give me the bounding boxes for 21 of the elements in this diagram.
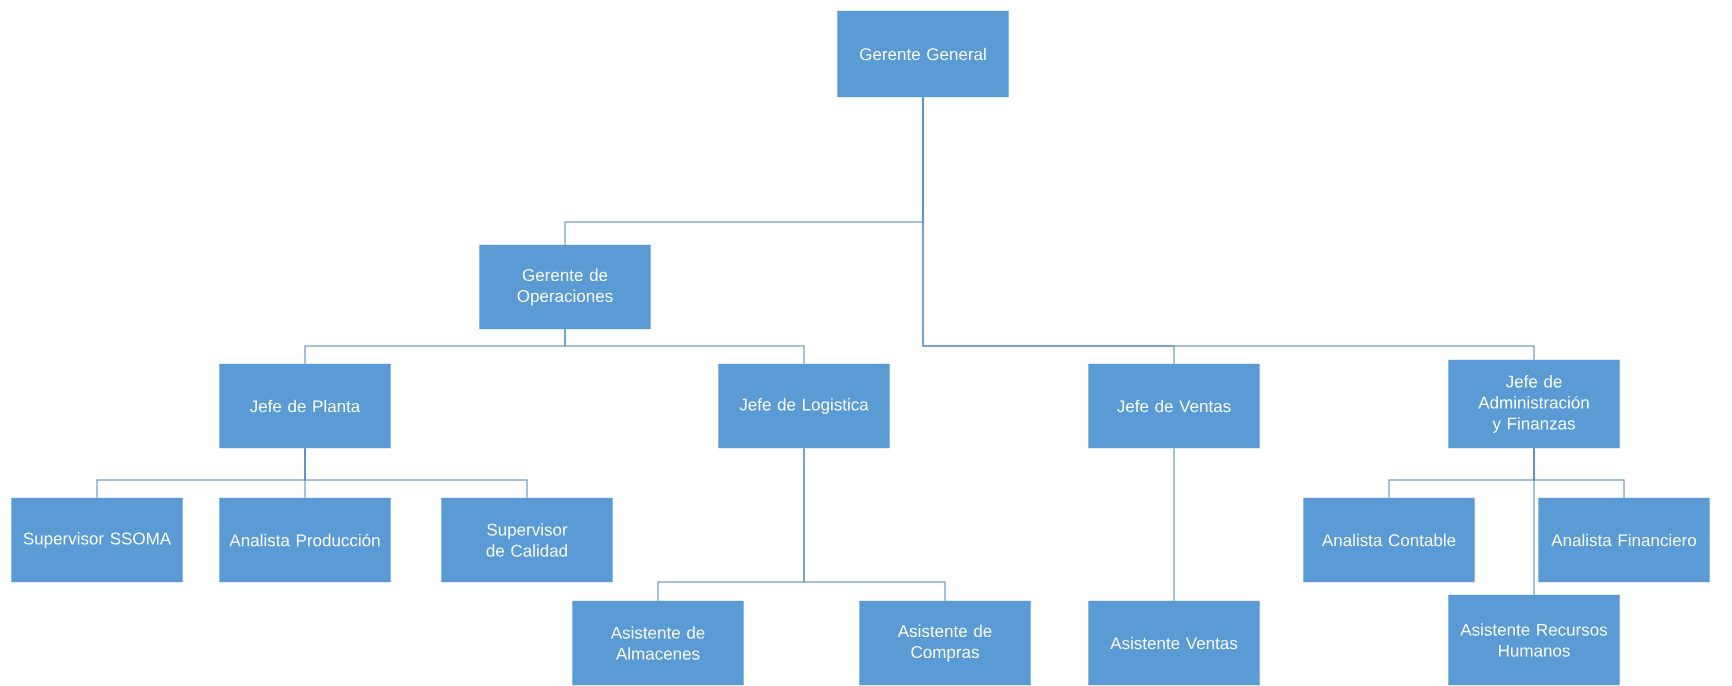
position-box: Jefe de Planta xyxy=(219,363,391,449)
position-box: Analista Contable xyxy=(1303,497,1475,583)
position-box: Asistente Recursos Humanos xyxy=(1448,594,1620,686)
position-box: Gerente General xyxy=(837,10,1009,98)
connector-line xyxy=(922,96,1535,361)
connector-line xyxy=(1533,447,1625,499)
position-box: Jefe de Ventas xyxy=(1088,363,1260,449)
connector-line xyxy=(803,447,946,602)
connector-line xyxy=(564,328,805,365)
connector-line xyxy=(304,447,528,499)
position-box: Asistente Ventas xyxy=(1088,600,1260,686)
position-box: Jefe de Logistica xyxy=(718,363,890,449)
connector-line xyxy=(1173,447,1175,602)
position-box: Supervisor SSOMA xyxy=(11,497,183,583)
position-box: Gerente de Operaciones xyxy=(479,244,651,330)
position-box: Jefe de Administración y Finanzas xyxy=(1448,359,1620,449)
position-box: Analista Financiero xyxy=(1538,497,1710,583)
position-box: Analista Producción xyxy=(219,497,391,583)
position-box: Asistente de Almacenes xyxy=(572,600,744,686)
position-box: Asistente de Compras xyxy=(859,600,1031,686)
position-box: Supervisor de Calidad xyxy=(441,497,613,583)
